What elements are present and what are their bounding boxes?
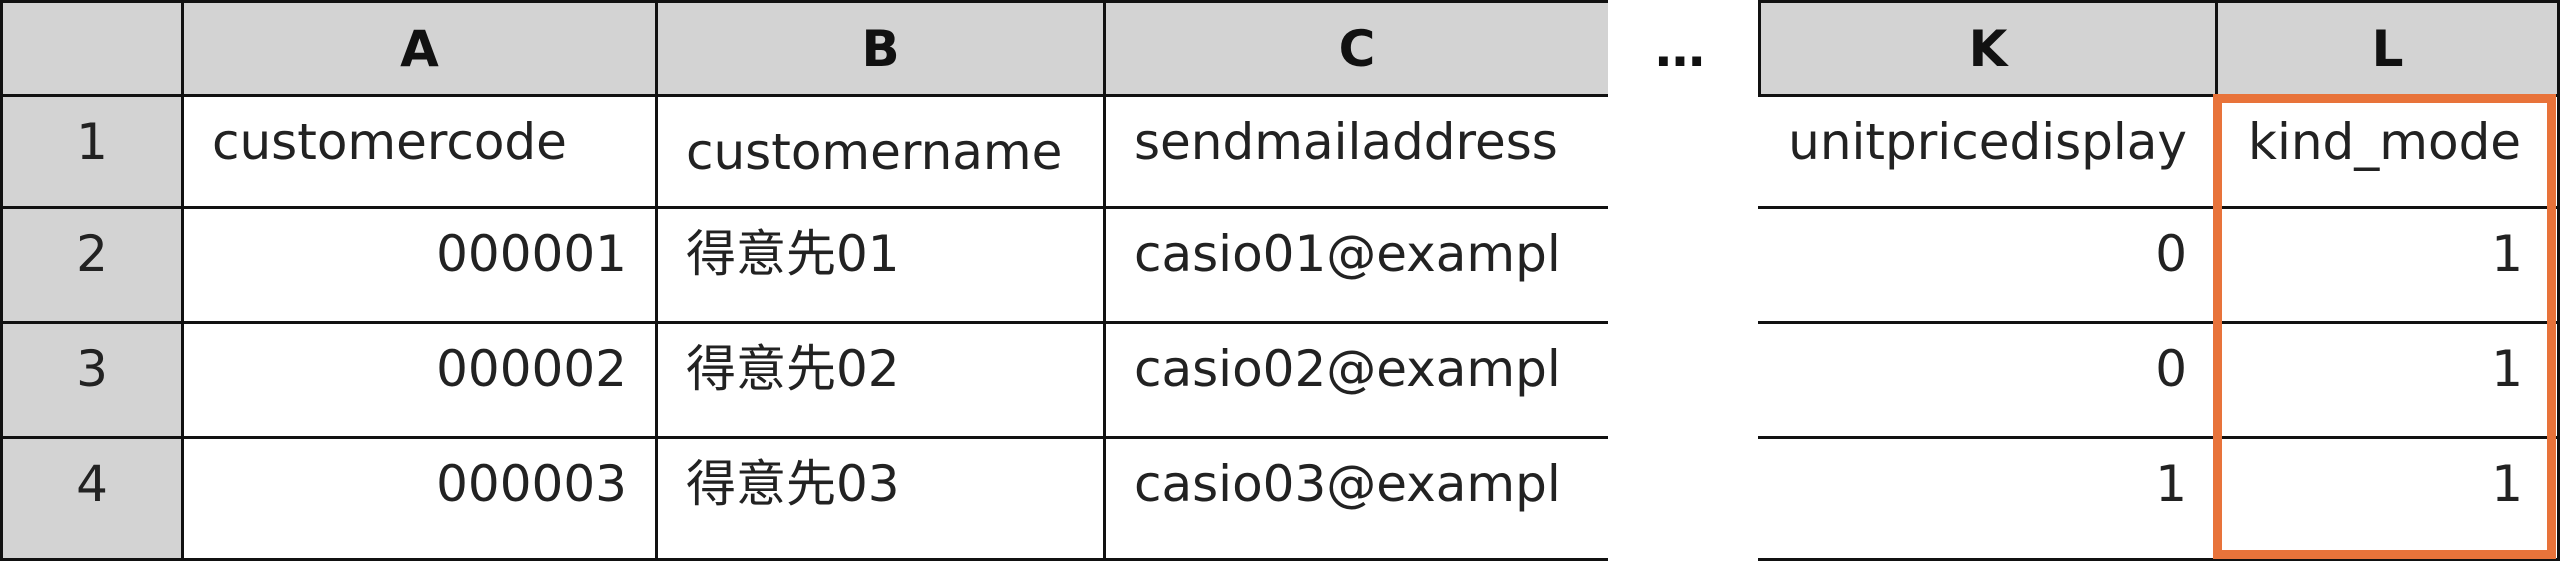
cell-a1[interactable]: customercode [181, 94, 658, 209]
cell-k3-text: 0 [2155, 340, 2187, 398]
cell-c4-text: casio03@exampl [1134, 455, 1561, 513]
cell-l4[interactable]: 1 [2215, 436, 2560, 561]
cell-a3[interactable]: 000002 [181, 321, 658, 439]
cell-b4-text: 得意先03 [686, 455, 900, 513]
cell-c2[interactable]: casio01@exampl [1103, 206, 1608, 324]
cell-l4-text: 1 [2491, 455, 2523, 513]
row-header-3[interactable]: 3 [0, 321, 184, 439]
column-header-b[interactable]: B [655, 0, 1106, 97]
cell-a4-text: 000003 [436, 455, 627, 513]
cell-k3[interactable]: 0 [1758, 321, 2218, 439]
cell-l1[interactable]: kind_mode [2215, 94, 2560, 209]
cell-a1-text: customercode [212, 113, 567, 171]
column-header-c[interactable]: C [1103, 0, 1608, 97]
cell-c1-text: sendmailaddress [1134, 113, 1558, 171]
row-header-4[interactable]: 4 [0, 436, 184, 561]
cell-k4-text: 1 [2155, 455, 2187, 513]
hidden-columns-ellipsis: … [1655, 20, 1705, 78]
row-header-1[interactable]: 1 [0, 94, 184, 209]
cell-b3[interactable]: 得意先02 [655, 321, 1106, 439]
cell-c2-text: casio01@exampl [1134, 225, 1561, 283]
cell-l2-text: 1 [2491, 225, 2523, 283]
cell-k2-text: 0 [2155, 225, 2187, 283]
column-header-l[interactable]: L [2215, 0, 2560, 97]
cell-b2[interactable]: 得意先01 [655, 206, 1106, 324]
cell-l3-text: 1 [2491, 340, 2523, 398]
cell-k4[interactable]: 1 [1758, 436, 2218, 561]
cell-c4[interactable]: casio03@exampl [1103, 436, 1608, 561]
cell-c1[interactable]: sendmailaddress [1103, 94, 1608, 209]
cell-k2[interactable]: 0 [1758, 206, 2218, 324]
cell-a4[interactable]: 000003 [181, 436, 658, 561]
cell-l3[interactable]: 1 [2215, 321, 2560, 439]
cell-b3-text: 得意先02 [686, 340, 900, 398]
cell-k1-text: unitpricedisplay [1788, 113, 2187, 171]
cell-c3-text: casio02@exampl [1134, 340, 1561, 398]
cell-b1-text: customername [686, 123, 1063, 181]
column-header-k[interactable]: K [1758, 0, 2218, 97]
cell-a3-text: 000002 [436, 340, 627, 398]
cell-l2[interactable]: 1 [2215, 206, 2560, 324]
cell-b2-text: 得意先01 [686, 225, 900, 283]
cell-b4[interactable]: 得意先03 [655, 436, 1106, 561]
cell-a2[interactable]: 000001 [181, 206, 658, 324]
corner-cell[interactable] [0, 0, 184, 97]
row-header-2[interactable]: 2 [0, 206, 184, 324]
cell-k1[interactable]: unitpricedisplay [1758, 94, 2218, 209]
column-header-a[interactable]: A [181, 0, 658, 97]
cell-b1[interactable]: customername [655, 94, 1106, 209]
cell-a2-text: 000001 [436, 225, 627, 283]
cell-l1-text: kind_mode [2248, 113, 2522, 171]
cell-c3[interactable]: casio02@exampl [1103, 321, 1608, 439]
